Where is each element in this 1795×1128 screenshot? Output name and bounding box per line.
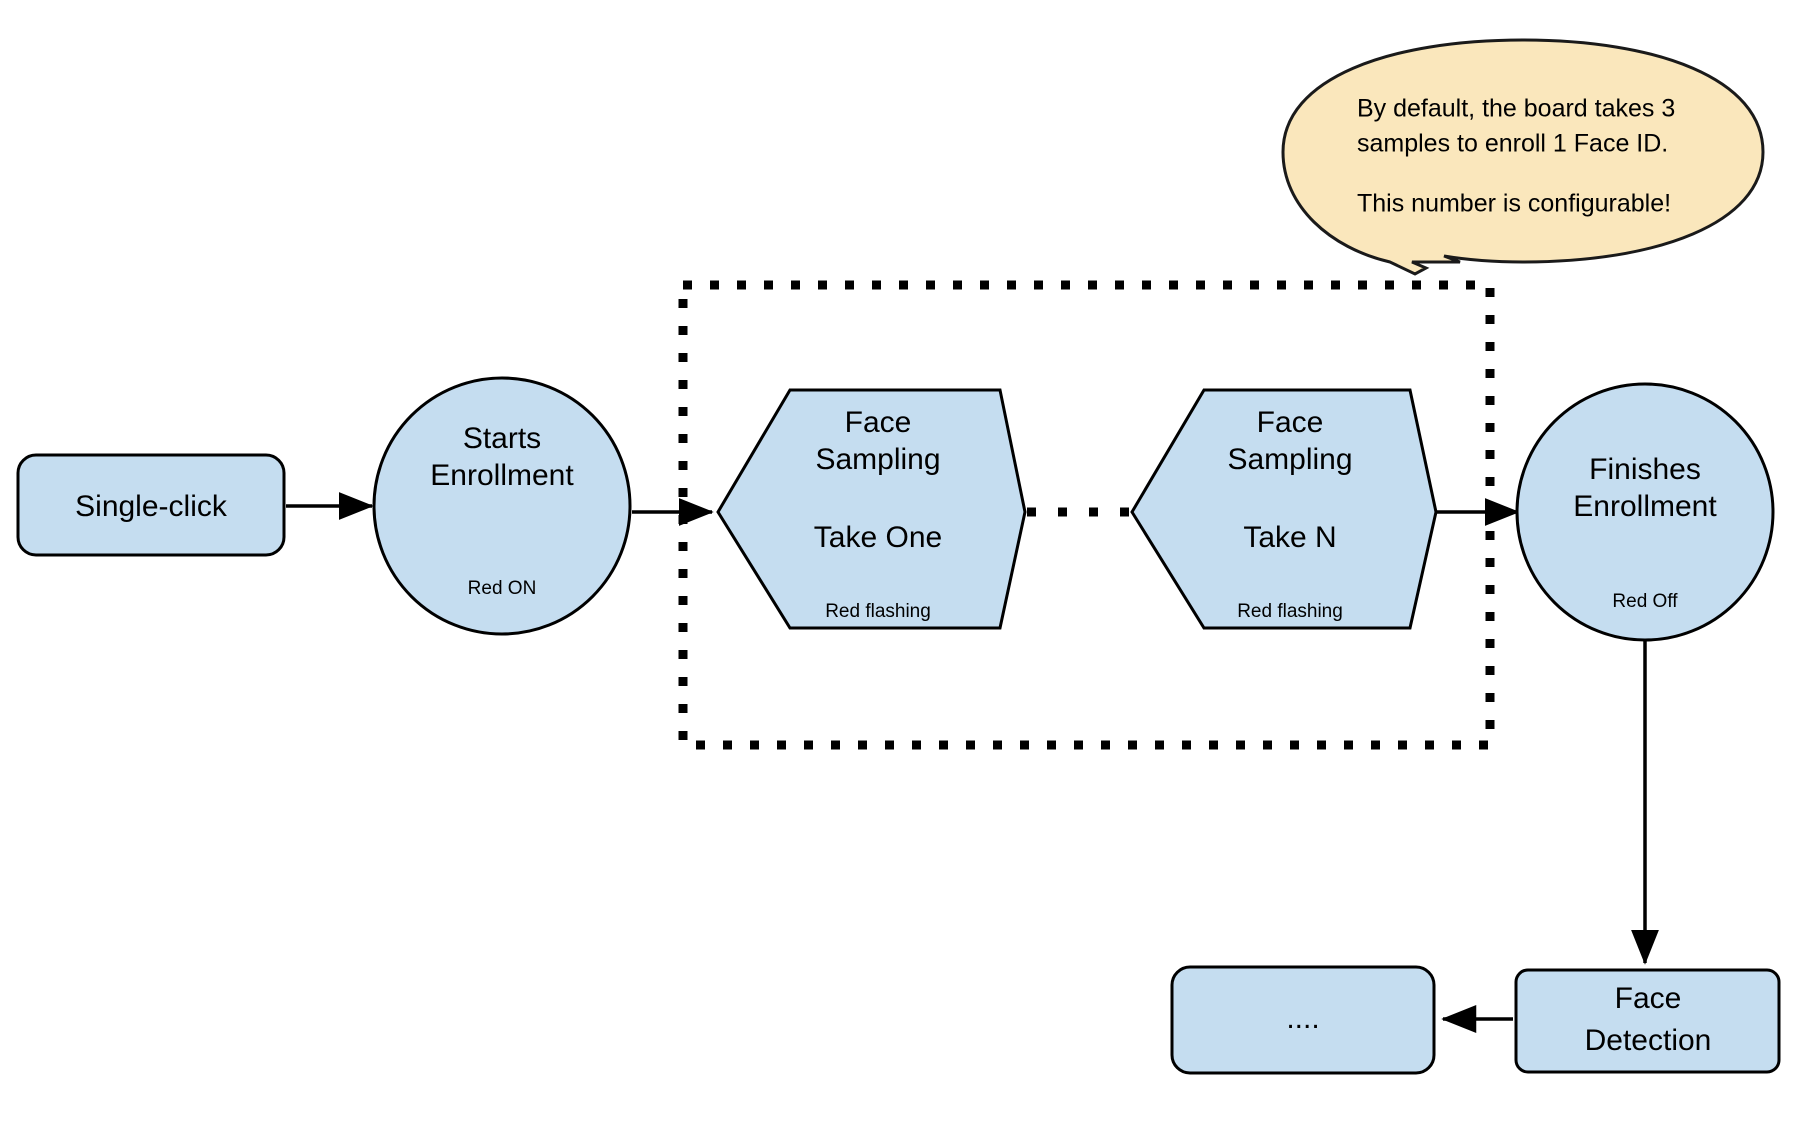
callout-line-3: This number is configurable!: [1357, 190, 1671, 218]
face-detection-label-line1: Face: [1615, 982, 1682, 1015]
sampling-one-label-line2: Sampling: [815, 443, 940, 476]
sampling-n-label-line2: Sampling: [1227, 443, 1352, 476]
starts-enrollment-status: Red ON: [468, 578, 537, 599]
node-ellipsis-box[interactable]: ....: [1170, 965, 1436, 1075]
sampling-n-take-label: Take N: [1243, 521, 1336, 554]
callout-line-2: samples to enroll 1 Face ID.: [1357, 130, 1668, 158]
sampling-n-status: Red flashing: [1237, 601, 1343, 622]
sampling-one-status: Red flashing: [825, 601, 931, 622]
node-starts-enrollment[interactable]: Starts Enrollment Red ON: [372, 376, 632, 636]
ellipsis-box-label: ....: [1286, 1002, 1319, 1035]
starts-enrollment-label-line2: Enrollment: [430, 459, 574, 492]
callout-bubble: By default, the board takes 3 samples to…: [1281, 38, 1765, 276]
sampling-n-label-line1: Face: [1257, 406, 1324, 439]
finishes-enrollment-label-line2: Enrollment: [1573, 490, 1717, 523]
single-click-label: Single-click: [75, 490, 228, 523]
node-single-click[interactable]: Single-click: [16, 453, 286, 557]
starts-enrollment-label-line1: Starts: [463, 422, 541, 455]
face-detection-label-line2: Detection: [1585, 1024, 1712, 1057]
sampling-one-take-label: Take One: [814, 521, 942, 554]
node-face-sampling-take-n[interactable]: Face Sampling Take N Red flashing: [1130, 388, 1438, 630]
sampling-one-label-line1: Face: [845, 406, 912, 439]
node-face-detection[interactable]: Face Detection: [1514, 968, 1781, 1074]
finishes-enrollment-status: Red Off: [1612, 591, 1678, 612]
node-finishes-enrollment[interactable]: Finishes Enrollment Red Off: [1515, 382, 1775, 642]
callout-line-1: By default, the board takes 3: [1357, 95, 1675, 123]
node-face-sampling-take-one[interactable]: Face Sampling Take One Red flashing: [716, 388, 1027, 630]
finishes-enrollment-label-line1: Finishes: [1589, 453, 1701, 486]
